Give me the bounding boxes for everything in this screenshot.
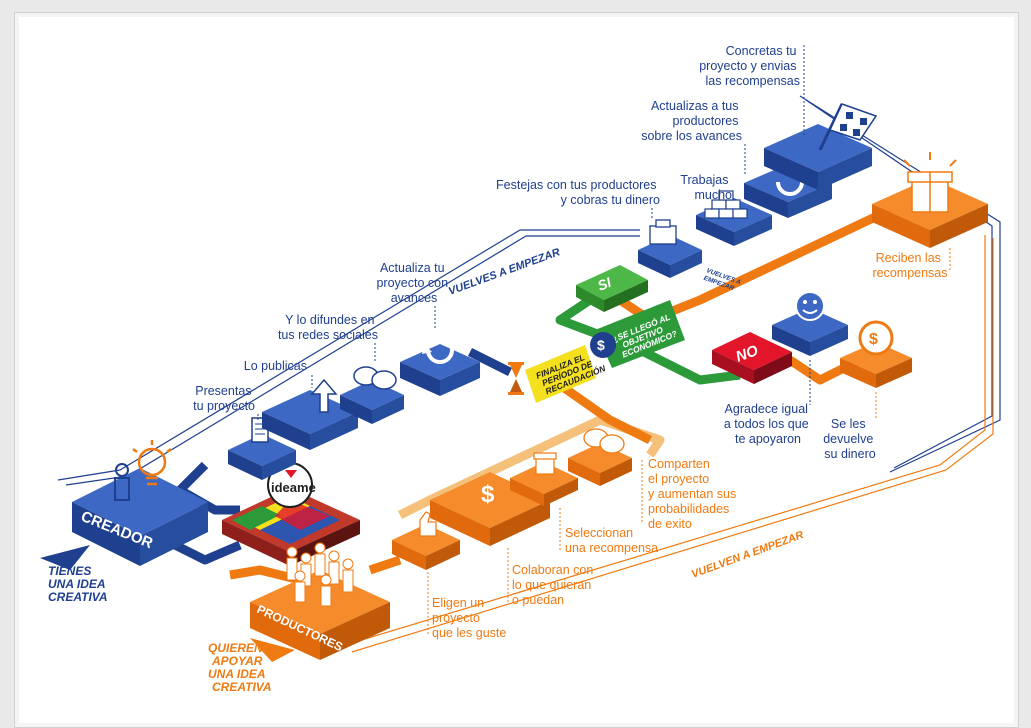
share-block bbox=[568, 428, 632, 486]
producers-caption: QUIEREN APOYAR UNA IDEA CREATIVA bbox=[208, 641, 272, 694]
label-difundes: Y lo difundes en tus redes sociales bbox=[278, 313, 378, 342]
label-publicas: Lo publicas bbox=[244, 359, 307, 373]
creator-step-labels: Presentas tu proyecto Lo publicas Y lo d… bbox=[193, 261, 451, 420]
refund-block: $ bbox=[840, 320, 912, 388]
lightbulb-icon bbox=[132, 440, 172, 486]
thumbs-block bbox=[392, 511, 460, 570]
connector-paths bbox=[172, 205, 892, 585]
ideame-logo: ideame bbox=[271, 480, 316, 495]
label-devuelve: Se les devuelve su dinero bbox=[823, 417, 877, 461]
cash-register-block bbox=[638, 219, 702, 278]
person-icon bbox=[114, 463, 130, 501]
gift-box-icon bbox=[907, 171, 953, 213]
no-path-blocks: $ bbox=[772, 291, 912, 388]
gift-small-icon bbox=[533, 452, 557, 475]
step-actualiza-block bbox=[400, 336, 480, 396]
label-concretas: Concretas tu proyecto y envias las recom… bbox=[699, 44, 800, 88]
label-reciben: Reciben las recompensas bbox=[872, 251, 947, 280]
label-colaboran: Colaboran con lo que quieran o puedan bbox=[512, 563, 597, 607]
refresh-icon bbox=[426, 336, 454, 364]
thumbs-up-icon bbox=[419, 511, 437, 537]
smiley-block bbox=[772, 291, 848, 356]
yes-path-labels: Festejas con tus productores y cobras tu… bbox=[496, 44, 951, 292]
label-trabajas: Trabajas mucho bbox=[680, 173, 732, 202]
cash-register-icon bbox=[649, 219, 677, 245]
ideame-platform: ideame bbox=[222, 462, 360, 566]
svg-text:$: $ bbox=[597, 337, 605, 353]
people-group-icon bbox=[286, 542, 354, 607]
hourglass-icon bbox=[508, 362, 524, 395]
label-actualiza: Actualiza tu proyecto con avances bbox=[376, 261, 451, 305]
producers-block: PRODUCTORES bbox=[250, 542, 390, 660]
creator-arrow bbox=[40, 545, 90, 570]
label-comparten: Comparten el proyecto y aumentan sus pro… bbox=[648, 457, 740, 531]
loop-outline-lines bbox=[57, 95, 1001, 653]
reward-block bbox=[510, 452, 578, 506]
creator-block: CREADOR bbox=[72, 440, 208, 566]
label-presentas: Presentas tu proyecto bbox=[193, 384, 255, 413]
money-bag-icon: $ bbox=[590, 332, 616, 358]
smiley-icon bbox=[795, 291, 825, 321]
yes-block: SI bbox=[576, 265, 648, 312]
no-label: NO bbox=[734, 342, 761, 366]
refund-icon: $ bbox=[858, 320, 894, 356]
svg-text:$: $ bbox=[869, 331, 878, 348]
label-festejas: Festejas con tus productores y cobras tu… bbox=[496, 178, 660, 207]
step-publicas-block bbox=[262, 378, 358, 450]
label-eligen: Eligen un proyecto que les guste bbox=[432, 596, 506, 640]
bricks-icon bbox=[704, 190, 748, 219]
label-actualizas: Actualizas a tus productores sobre los a… bbox=[641, 99, 742, 143]
creator-step-blocks bbox=[228, 336, 480, 480]
flag-block bbox=[764, 103, 878, 190]
label-seleccionan: Seleccionan una recompensa bbox=[565, 526, 658, 555]
label-agradece: Agradece igual a todos los que te apoyar… bbox=[724, 402, 812, 446]
no-path-labels: Agradece igual a todos los que te apoyar… bbox=[724, 360, 877, 461]
yes-path-blocks bbox=[638, 103, 988, 278]
work-block bbox=[696, 190, 772, 246]
no-block: NO bbox=[712, 332, 792, 384]
creator-caption-1: TIENES bbox=[48, 564, 91, 578]
chat-bubbles-icon-2 bbox=[583, 428, 625, 454]
creator-caption: TIENES UNA IDEA CREATIVA bbox=[48, 564, 108, 604]
creator-caption-2: UNA IDEA bbox=[48, 577, 105, 591]
producers-arrow bbox=[250, 638, 295, 662]
producer-step-labels: Eligen un proyecto que les guste Colabor… bbox=[427, 457, 740, 640]
loop-label-vuelves: VUELVES A EMPEZAR bbox=[447, 246, 562, 298]
upload-arrow-icon bbox=[310, 378, 338, 413]
step-difundes-block bbox=[340, 366, 404, 424]
step-presentas-block bbox=[228, 417, 296, 480]
producer-step-blocks: $ bbox=[392, 428, 632, 570]
creator-caption-3: CREATIVA bbox=[48, 590, 108, 604]
dollar-icon: $ bbox=[481, 481, 495, 508]
gift-block bbox=[872, 152, 988, 248]
chat-bubbles-icon bbox=[353, 366, 397, 390]
loop-label-vuelven: VUELVEN A EMPEZAR bbox=[690, 529, 805, 581]
finaliza-block: FINALIZA EL PERÍODO DE RECAUDACIÓN bbox=[508, 345, 608, 403]
